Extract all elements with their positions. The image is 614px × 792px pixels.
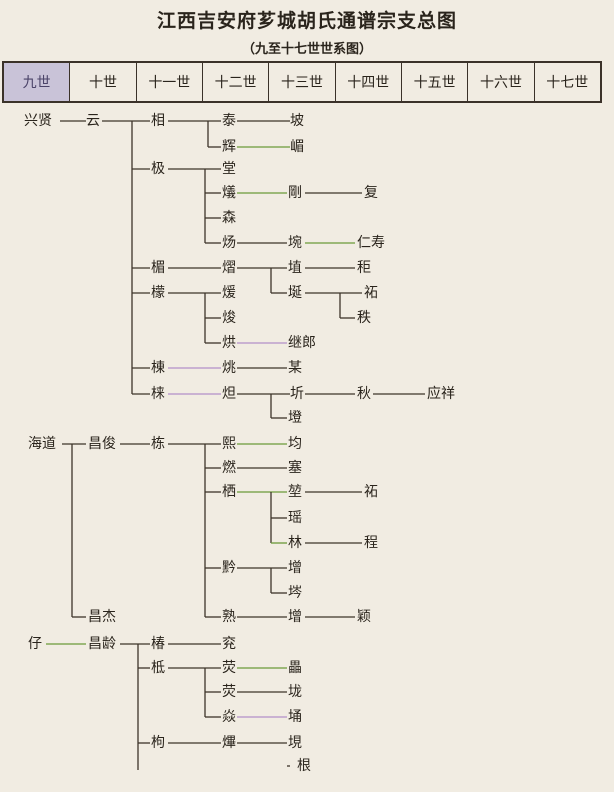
name-node: 祏 [364,484,378,500]
generation-10: 十世 [70,63,137,101]
name-node: 燨 [222,185,236,201]
name-node: 燃 [222,460,236,476]
name-node: 熟 [222,609,236,625]
name-node: 昌龄 [88,636,116,652]
name-node: 瑶 [288,510,302,526]
name-node: 埁 [288,585,302,601]
name-node: 均 [288,436,302,452]
name-node: 相 [151,113,165,129]
name-node: 颖 [357,609,371,625]
generation-15: 十五世 [402,63,469,101]
name-node: 埏 [288,285,302,301]
name-node: 炀 [222,235,236,251]
name-node: 祏 [364,285,378,301]
name-node: 柢 [151,660,165,676]
name-node: 兖 [222,636,236,652]
name-node: 栖 [222,484,236,500]
name-node: 辉 [222,139,236,155]
generation-13: 十三世 [269,63,336,101]
generation-14: 十四世 [336,63,402,101]
name-node: 枸 [151,735,165,751]
name-node: 增 [288,560,302,576]
name-node: 极 [151,161,165,177]
name-node: 坡 [290,113,304,129]
name-node: 剛 [288,185,302,201]
generation-header: 九世 十世 十一世 十二世 十三世 十四世 十五世 十六世 十七世 [2,61,602,103]
chart-title: 江西吉安府芗城胡氏通谱宗支总图 [156,10,457,32]
name-node: 焱 [222,709,236,725]
name-node: 程 [364,535,378,551]
name-node: 根 [297,758,311,774]
name-node: 烑 [222,360,236,376]
name-node: 继郎 [288,335,316,351]
name-node: 椿 [151,636,165,652]
name-node: 墱 [288,410,302,426]
name-node: 增 [288,609,302,625]
name-node: 荧 [222,660,236,676]
name-node: 垷 [288,735,302,751]
name-node: 堂 [222,161,236,177]
name-node: 埴 [288,260,302,276]
generation-12: 十二世 [203,63,270,101]
name-node: 仔 [28,636,42,652]
name-node: 秩 [357,310,371,326]
name-node: 圻 [290,386,304,402]
name-node: 林 [288,535,302,551]
name-node: 畾 [288,660,302,676]
name-node: 黔 [222,560,236,576]
name-node: 秋 [357,386,371,402]
name-node: 埇 [288,709,302,725]
name-node: 梾 [151,386,165,402]
generation-17: 十七世 [546,75,589,91]
name-node: 栋 [151,436,165,452]
chart-subtitle: （九至十七世世系图） [241,42,372,57]
name-node: 嵋 [290,139,304,155]
name-node: 熙 [222,436,236,452]
name-node: 炟 [222,386,236,402]
name-node: 烘 [222,335,236,351]
name-node: 泰 [222,113,236,129]
generation-16: 十六世 [468,63,535,101]
name-node: 楣 [151,260,165,276]
name-node: 海道 [28,436,56,452]
generation-9: 九世 [4,63,71,101]
name-node: 森 [222,210,236,226]
name-node: 荧 [222,684,236,700]
name-node: 兴贤 [24,113,52,129]
name-node: 塞 [288,460,302,476]
name-node: 秬 [357,260,371,276]
name-node: 熚 [222,735,236,751]
name-node: 昌俊 [88,436,116,452]
name-node: 埦 [288,235,302,251]
name-node: 某 [288,360,302,376]
name-node: 熠 [222,260,236,276]
name-node: 垅 [288,684,302,700]
generation-11: 十一世 [137,63,203,101]
name-node: 焌 [222,310,236,326]
name-node: 应祥 [427,386,455,402]
name-node: 昌杰 [88,609,116,625]
name-node: 煖 [222,285,236,301]
name-node: 复 [364,185,378,201]
name-node: 堃 [288,484,302,500]
name-node: 檬 [151,285,165,301]
name-node: 仁寿 [357,235,385,251]
name-node: 云 [86,113,100,129]
name-node: 棟 [151,360,165,376]
